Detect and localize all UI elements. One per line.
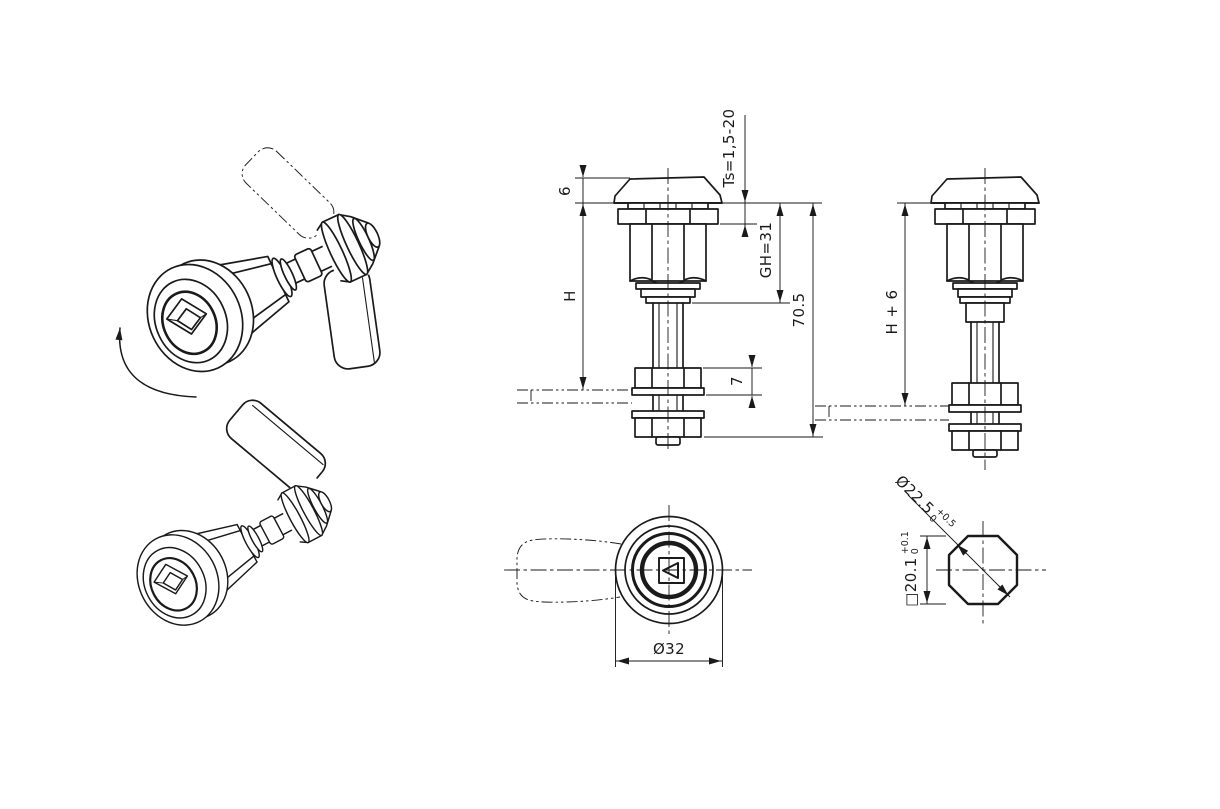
dim-label-clamping-range: Ts=1,5-20 (720, 108, 738, 188)
dim-label-overall-length: 70.5 (790, 292, 808, 328)
tol-lower: 0 (926, 512, 939, 525)
dim-label-head-height: 6 (556, 186, 574, 196)
wing-handle (323, 266, 381, 370)
front-view-long (815, 168, 1040, 470)
tol-lower: 0 (910, 548, 921, 555)
iso-view-top (115, 147, 402, 398)
dim-label-cutout-square: □20.1 +0.1 0 (900, 531, 921, 607)
dim-label-grip-length: H (561, 290, 579, 302)
dimension-lines (897, 202, 931, 406)
square-drive-marker (662, 562, 679, 579)
bottom-view (504, 505, 752, 667)
dimension-lines (615, 576, 723, 667)
dim-label-grip-length-long: H + 6 (883, 289, 901, 335)
dimension-lines (575, 115, 823, 438)
cutout-detail-view (907, 494, 1046, 624)
dim-label-thread-length: GH=31 (757, 221, 775, 279)
dim-label-cam-thickness: 7 (728, 376, 746, 386)
cutout-octagon (947, 534, 1019, 606)
front-view-short (517, 115, 823, 452)
dimension-lines (907, 494, 1011, 605)
phantom-handle-outline (516, 538, 622, 603)
wing-handle (225, 399, 327, 493)
dim-label-head-diameter: Ø32 (652, 640, 686, 658)
rotation-arrow-icon (115, 327, 197, 398)
cutout-square-tolerance: +0.1 0 (900, 531, 921, 555)
iso-view-bottom (120, 399, 352, 641)
cutout-square-value: □20.1 (902, 557, 920, 607)
